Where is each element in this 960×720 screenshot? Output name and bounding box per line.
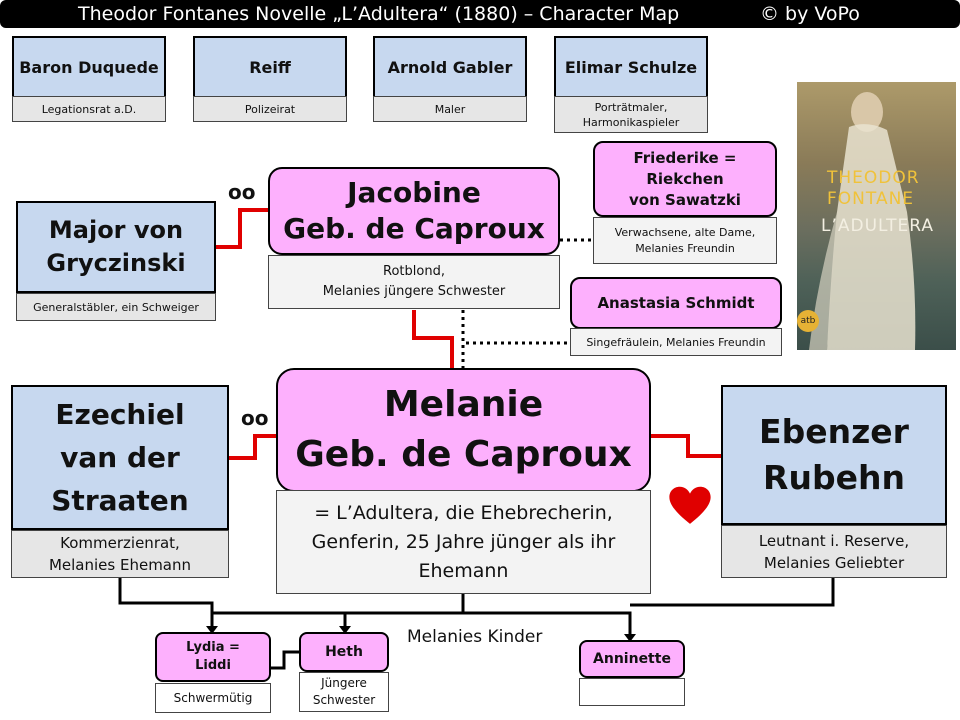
name-elimar-schulze: Elimar Schulze — [565, 58, 697, 77]
name-line3-ezechiel: Straaten — [51, 479, 188, 522]
desc-line3-melanie: Ehemann — [419, 557, 509, 586]
desc-anninette — [579, 678, 685, 706]
desc-text-anastasia: Singefräulein, Melanies Freundin — [586, 336, 765, 349]
name-line3-friederike: von Sawatzki — [629, 190, 741, 211]
sibling-line-lydia-heth — [271, 652, 299, 668]
desc-line2-friederike: Melanies Freundin — [635, 241, 735, 257]
name-line1-ebenezer: Ebenzer — [759, 409, 909, 455]
parent-line-melanie — [212, 594, 463, 628]
cover-author-line1: THEODOR — [827, 168, 920, 189]
character-lydia: Lydia = Liddi — [155, 632, 271, 682]
character-jacobine: Jacobine Geb. de Caproux — [268, 167, 560, 255]
character-melanie: Melanie Geb. de Caproux — [276, 368, 651, 492]
character-major-gryczinski: Major von Gryczinski — [16, 201, 216, 293]
desc-heth: Jüngere Schwester — [299, 672, 389, 712]
desc-text-reiff: Polizeirat — [245, 103, 295, 116]
desc-line1-ezechiel: Kommerzienrat, — [60, 532, 180, 554]
cover-author: THEODOR FONTANE — [827, 168, 920, 210]
love-line-melanie-ebenezer — [651, 436, 721, 456]
character-ebenezer: Ebenzer Rubehn — [721, 385, 947, 525]
desc-jacobine: Rotblond, Melanies jüngere Schwester — [268, 255, 560, 309]
desc-ezechiel: Kommerzienrat, Melanies Ehemann — [11, 530, 229, 578]
name-baron-duquede: Baron Duquede — [19, 58, 159, 77]
name-line1-lydia: Lydia = — [186, 639, 240, 657]
name-line2-melanie: Geb. de Caproux — [295, 430, 631, 480]
character-reiff: Reiff — [193, 36, 347, 98]
desc-melanie: = L’Adultera, die Ehebrecherin, Genferin… — [276, 490, 651, 594]
cover-title: L’ADULTERA — [821, 216, 934, 236]
desc-line1-heth: Jüngere — [321, 675, 367, 692]
name-reiff: Reiff — [249, 58, 291, 77]
name-line2-ezechiel: van der — [60, 436, 180, 479]
parent-line-ebenezer — [630, 578, 833, 605]
marriage-line-ezechiel-melanie — [229, 436, 277, 458]
desc-line1-friederike: Verwachsene, alte Dame, — [615, 225, 756, 241]
desc-line2-heth: Schwester — [313, 692, 375, 709]
desc-line1-melanie: = L’Adultera, die Ehebrecherin, — [314, 499, 613, 528]
sister-line — [414, 310, 452, 368]
marriage-symbol-ezechiel: oo — [241, 408, 268, 428]
desc-line1-elimar-schulze: Porträtmaler, — [595, 100, 668, 115]
character-anninette: Anninette — [579, 640, 685, 678]
character-friederike: Friederike = Riekchen von Sawatzki — [593, 141, 777, 217]
name-line2-ebenezer: Rubehn — [763, 455, 905, 501]
name-line1-major: Major von — [49, 214, 183, 247]
heart-icon — [668, 484, 712, 528]
name-line2-major: Gryczinski — [46, 247, 185, 280]
desc-major-gryczinski: Generalstäbler, ein Schweiger — [16, 293, 216, 321]
desc-friederike: Verwachsene, alte Dame, Melanies Freundi… — [593, 217, 777, 264]
parent-line-ezechiel — [120, 578, 212, 628]
name-anninette: Anninette — [593, 651, 671, 667]
marriage-line-major-jacobine — [216, 210, 270, 247]
desc-baron-duquede: Legationsrat a.D. — [12, 96, 166, 122]
name-line1-melanie: Melanie — [384, 380, 543, 430]
desc-line1-ebenezer: Leutnant i. Reserve, — [759, 530, 909, 552]
children-label: Melanies Kinder — [407, 627, 542, 647]
cover-author-line2: FONTANE — [827, 189, 920, 210]
book-cover-image: THEODOR FONTANE L’ADULTERA atb — [797, 82, 956, 350]
name-line2-jacobine: Geb. de Caproux — [283, 211, 545, 247]
desc-anastasia: Singefräulein, Melanies Freundin — [570, 328, 782, 356]
character-elimar-schulze: Elimar Schulze — [554, 36, 708, 98]
character-ezechiel: Ezechiel van der Straaten — [11, 385, 229, 530]
character-baron-duquede: Baron Duquede — [12, 36, 166, 98]
character-anastasia: Anastasia Schmidt — [570, 277, 782, 329]
desc-lydia: Schwermütig — [155, 683, 271, 713]
desc-line2-elimar-schulze: Harmonikaspieler — [583, 115, 680, 130]
marriage-symbol-major: oo — [228, 182, 255, 202]
desc-reiff: Polizeirat — [193, 96, 347, 122]
publisher-badge: atb — [797, 310, 819, 332]
name-line1-friederike: Friederike = — [634, 148, 737, 169]
name-heth: Heth — [325, 644, 363, 660]
desc-text-major: Generalstäbler, ein Schweiger — [33, 301, 199, 314]
desc-arnold-gabler: Maler — [373, 96, 527, 122]
desc-ebenezer: Leutnant i. Reserve, Melanies Geliebter — [721, 525, 947, 578]
desc-elimar-schulze: Porträtmaler, Harmonikaspieler — [554, 96, 708, 133]
name-arnold-gabler: Arnold Gabler — [388, 58, 513, 77]
desc-line2-jacobine: Melanies jüngere Schwester — [323, 282, 506, 302]
name-line2-friederike: Riekchen — [646, 169, 723, 190]
character-arnold-gabler: Arnold Gabler — [373, 36, 527, 98]
desc-line2-melanie: Genferin, 25 Jahre jünger als ihr — [312, 528, 616, 557]
name-anastasia: Anastasia Schmidt — [597, 294, 754, 312]
name-line1-ezechiel: Ezechiel — [55, 393, 184, 436]
character-heth: Heth — [299, 632, 389, 672]
desc-text-lydia: Schwermütig — [174, 691, 253, 705]
name-line1-jacobine: Jacobine — [347, 175, 481, 211]
desc-line2-ebenezer: Melanies Geliebter — [764, 552, 904, 574]
desc-line2-ezechiel: Melanies Ehemann — [49, 554, 191, 576]
desc-line1-jacobine: Rotblond, — [383, 262, 445, 282]
desc-text-arnold-gabler: Maler — [435, 103, 466, 116]
desc-text-baron-duquede: Legationsrat a.D. — [42, 103, 137, 116]
name-line2-lydia: Liddi — [195, 657, 231, 675]
